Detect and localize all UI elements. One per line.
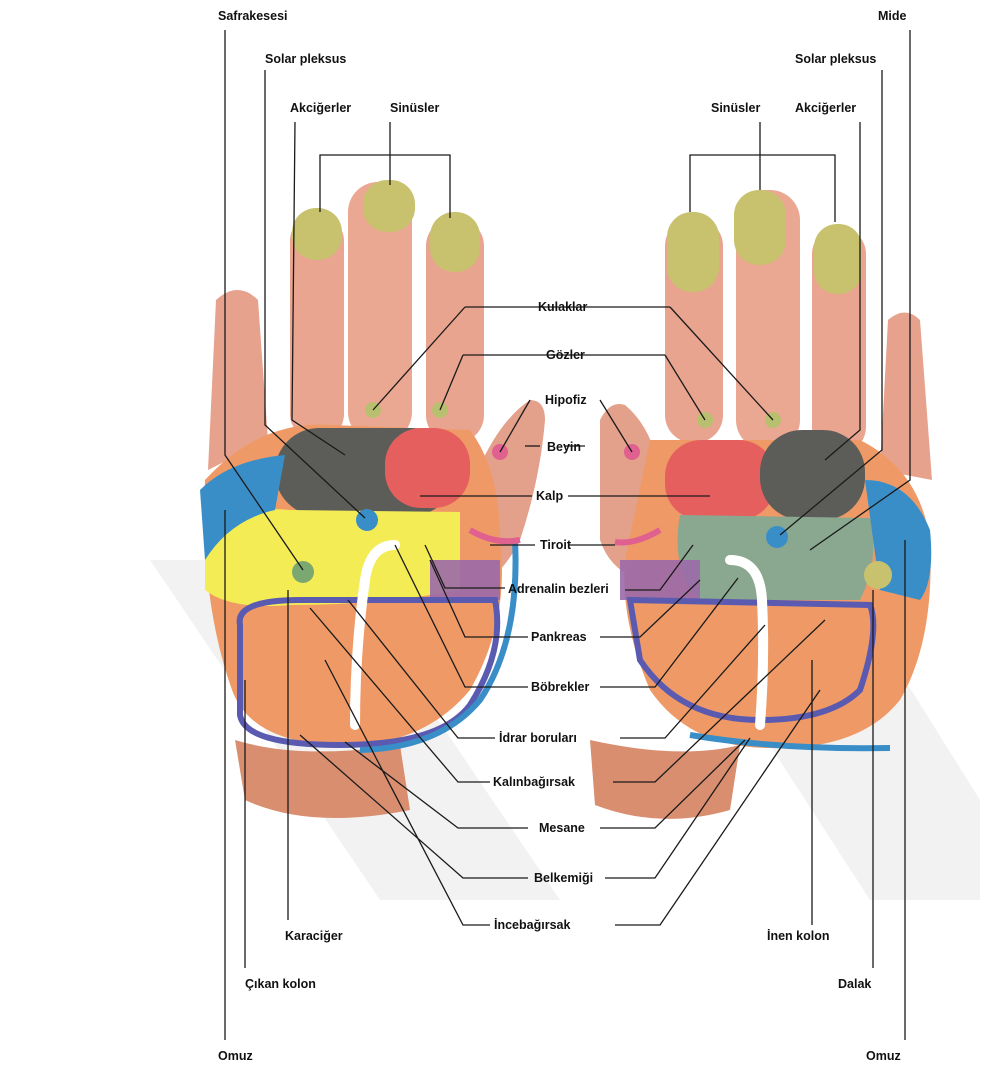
right-spleen-dot — [864, 561, 892, 589]
label-akciger-right: Akciğerler — [795, 101, 856, 115]
label-beyin: Beyin — [547, 440, 581, 454]
label-inen-kolon: İnen kolon — [767, 928, 830, 943]
label-incebagirsak: İncebağırsak — [494, 917, 570, 932]
left-tip-middle — [363, 180, 415, 232]
left-tip-index — [292, 208, 342, 260]
label-safrakesesi: Safrakesesi — [218, 9, 288, 23]
label-gozler: Gözler — [546, 348, 585, 362]
label-kulaklar: Kulaklar — [538, 300, 587, 314]
label-karaciger: Karaciğer — [285, 929, 343, 943]
label-solar-left: Solar pleksus — [265, 52, 346, 66]
left-tip-ring — [430, 212, 480, 272]
right-tip-index — [814, 224, 862, 294]
label-tiroit: Tiroit — [540, 538, 572, 552]
label-kalinbagirsak: Kalınbağırsak — [493, 775, 575, 789]
label-omuz-left: Omuz — [218, 1049, 253, 1063]
label-solar-right: Solar pleksus — [795, 52, 876, 66]
label-kalp: Kalp — [536, 489, 563, 503]
label-belkemigi: Belkemiği — [534, 871, 593, 885]
right-solar-plexus-dot — [766, 526, 788, 548]
label-hipofiz: Hipofiz — [545, 393, 587, 407]
right-adrenal-zone — [620, 560, 700, 600]
label-idrar: İdrar boruları — [499, 730, 577, 745]
right-lung-zone — [760, 430, 865, 520]
left-liver-zone — [205, 509, 460, 606]
right-tip-ring — [667, 212, 719, 292]
right-heart-zone — [665, 440, 775, 520]
label-mide: Mide — [878, 9, 907, 23]
right-pinky — [880, 313, 932, 481]
right-tip-middle — [734, 190, 786, 265]
label-sinus-left: Sinüsler — [390, 101, 439, 115]
left-adrenal-zone — [430, 560, 500, 600]
label-pankreas: Pankreas — [531, 630, 587, 644]
left-hand — [200, 180, 545, 818]
label-mesane: Mesane — [539, 821, 585, 835]
label-akciger-left: Akciğerler — [290, 101, 351, 115]
label-omuz-right: Omuz — [866, 1049, 901, 1063]
label-bobrekler: Böbrekler — [531, 680, 589, 694]
label-sinus-right: Sinüsler — [711, 101, 760, 115]
label-adrenalin: Adrenalin bezleri — [508, 582, 609, 596]
label-dalak: Dalak — [838, 977, 871, 991]
left-gallbladder-dot — [292, 561, 314, 583]
label-cikan-kolon: Çıkan kolon — [245, 977, 316, 991]
